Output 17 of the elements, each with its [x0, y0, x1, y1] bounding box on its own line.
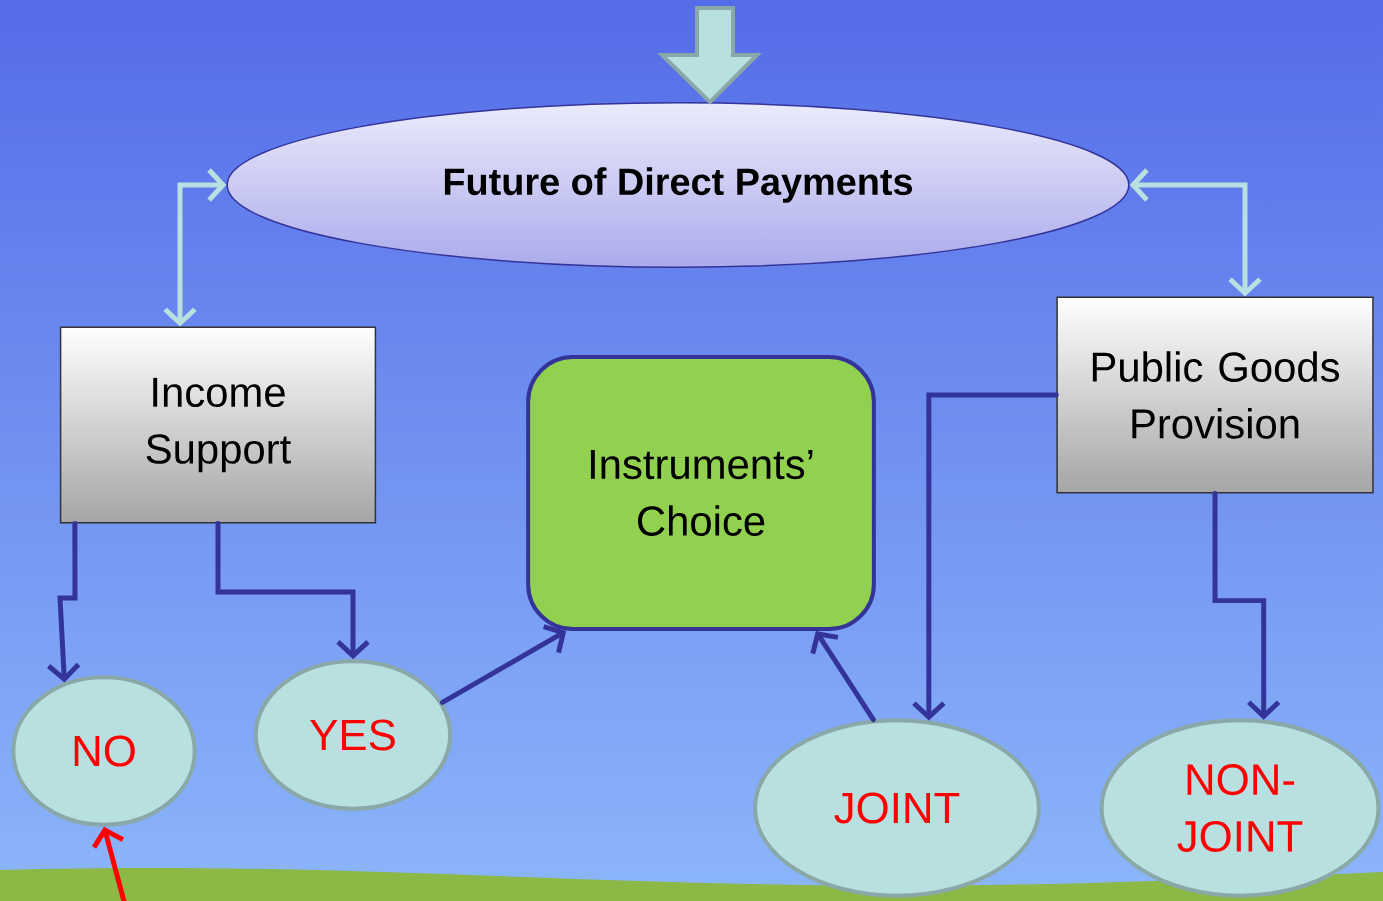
arrow — [215, 520, 370, 660]
arrow — [47, 520, 81, 683]
arrow — [1129, 168, 1262, 297]
arrow — [1212, 490, 1281, 720]
outcome-oval: NO — [11, 675, 197, 827]
arrow — [810, 631, 876, 723]
process-box: Public Goods Provision — [1056, 296, 1374, 494]
process-box: Income Support — [59, 326, 377, 524]
arrow — [163, 168, 227, 327]
outcome-oval: YES — [253, 659, 453, 811]
arrow — [440, 624, 567, 705]
arrow — [912, 392, 1059, 721]
rounded-box: Instruments’ Choice — [526, 355, 876, 631]
outcome-oval: NON-JOINT — [1099, 718, 1381, 898]
block-arrow — [657, 6, 762, 105]
arrow — [91, 826, 128, 901]
outcome-oval: JOINT — [753, 718, 1041, 898]
